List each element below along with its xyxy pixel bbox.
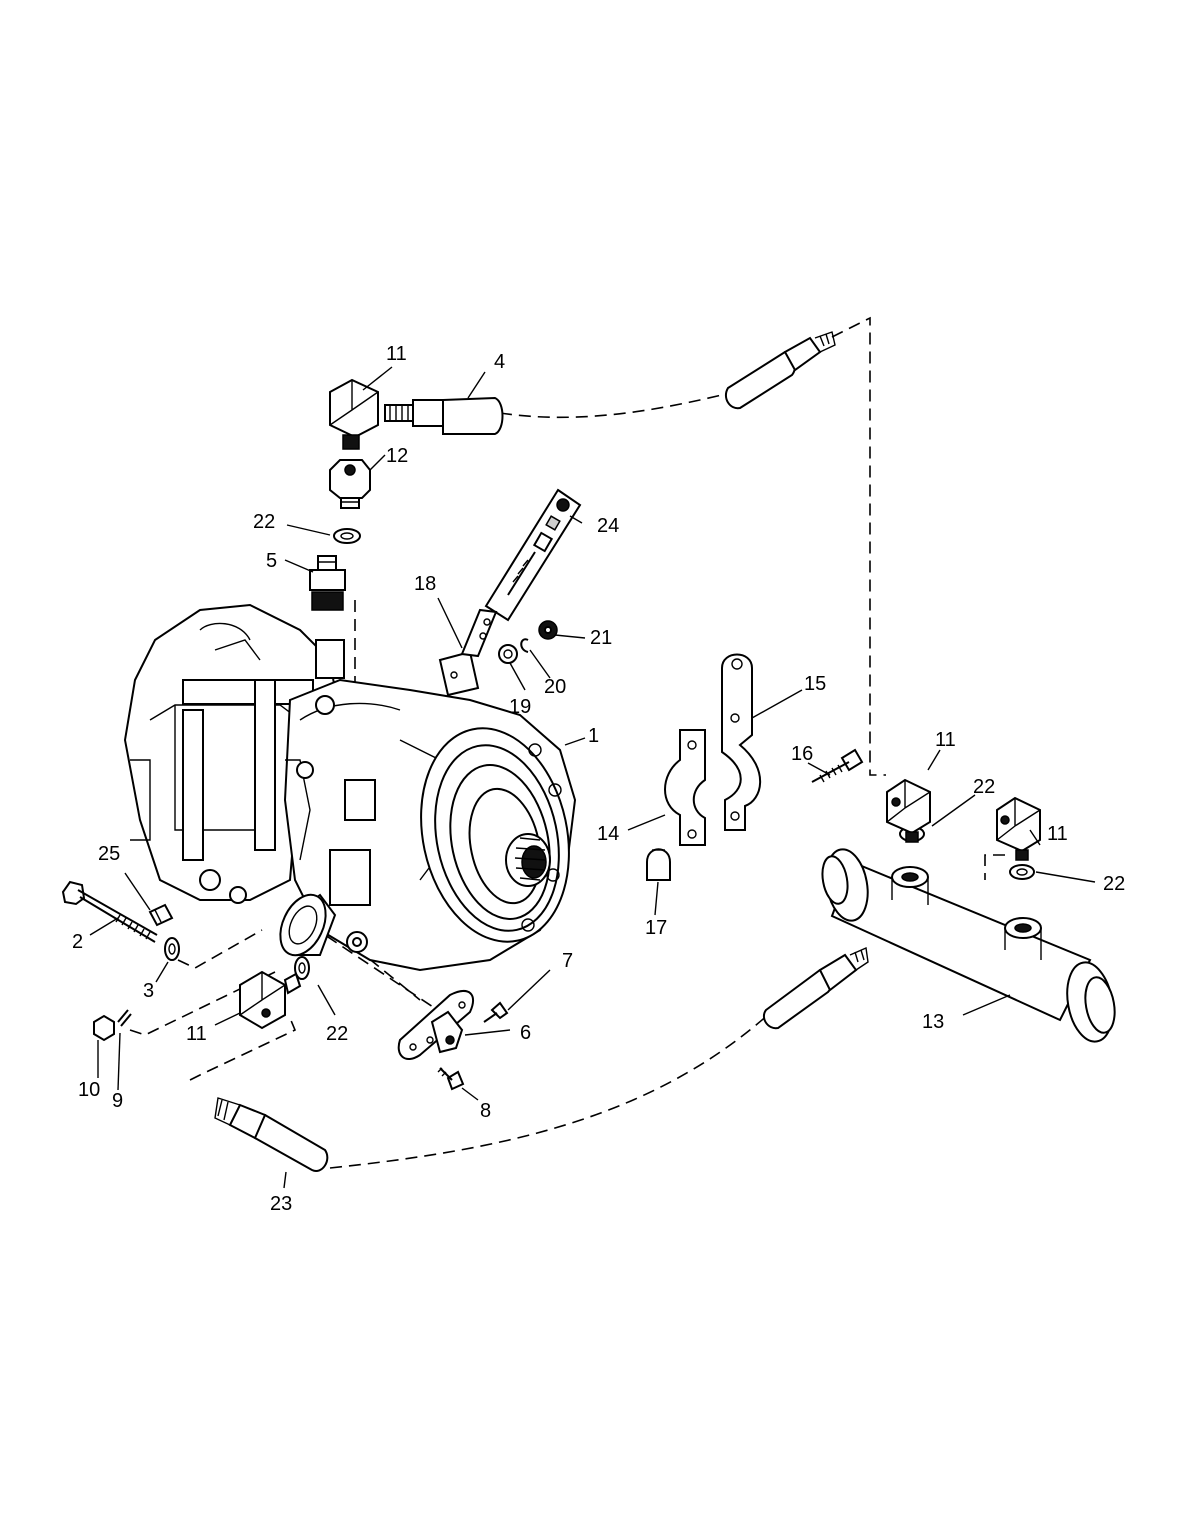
screw-part-8 xyxy=(437,1067,465,1091)
callout-1: 1 xyxy=(588,725,599,747)
callout-7: 7 xyxy=(562,950,573,972)
sender-part-5 xyxy=(309,555,346,611)
callout-3: 3 xyxy=(143,980,154,1002)
kit-part-24 xyxy=(484,488,582,622)
callout-18: 18 xyxy=(414,573,436,595)
cap-nut-part-17 xyxy=(646,848,671,881)
callout-11-right-b: 11 xyxy=(1047,823,1068,845)
hose-fitting-part-23 xyxy=(214,1097,329,1172)
callout-22-right-a: 22 xyxy=(973,776,995,798)
small-hardware-19-20-21 xyxy=(498,620,558,664)
callout-16: 16 xyxy=(791,743,813,765)
clamp-part-15 xyxy=(721,653,762,831)
elbow-fitting-part-11-lower xyxy=(239,970,302,1030)
nut-part-10 xyxy=(93,1014,115,1042)
callout-22-right-b: 22 xyxy=(1103,873,1125,895)
callout-14: 14 xyxy=(597,823,619,845)
callout-11-top: 11 xyxy=(386,343,407,365)
screw-part-7 xyxy=(483,1001,509,1023)
hose-fitting-top-right xyxy=(724,331,836,410)
callout-5: 5 xyxy=(266,550,277,572)
callout-22-top: 22 xyxy=(253,511,275,533)
washer-part-3 xyxy=(164,937,180,961)
transmission-housing xyxy=(123,603,577,972)
callout-4: 4 xyxy=(494,351,505,373)
callout-leaders xyxy=(89,366,1096,1189)
callout-19: 19 xyxy=(509,696,531,718)
callout-10: 10 xyxy=(78,1079,100,1101)
callout-25: 25 xyxy=(98,843,120,865)
callout-11-lower: 11 xyxy=(186,1023,207,1045)
callout-6: 6 xyxy=(520,1022,531,1044)
callout-23: 23 xyxy=(270,1193,292,1215)
callout-8: 8 xyxy=(480,1100,491,1122)
bolt-part-16 xyxy=(811,748,864,783)
callout-17: 17 xyxy=(645,917,667,939)
callout-21: 21 xyxy=(590,627,612,649)
hose-fitting-middle-right xyxy=(762,946,869,1030)
mounting-plate-part-6 xyxy=(397,990,475,1060)
bracket-part-18 xyxy=(438,608,498,697)
oil-cooler-part-13 xyxy=(821,848,1116,1043)
adapter-part-12 xyxy=(329,459,371,509)
bolt-part-2 xyxy=(61,880,158,943)
clamp-part-14 xyxy=(664,729,706,846)
callout-13: 13 xyxy=(922,1011,944,1033)
washer-part-9 xyxy=(117,1009,132,1027)
callout-9: 9 xyxy=(112,1090,123,1112)
callout-22-lower: 22 xyxy=(326,1023,348,1045)
callout-15: 15 xyxy=(804,673,826,695)
rear-flange-cover xyxy=(279,893,327,957)
elbow-fitting-part-11-right xyxy=(886,778,1041,861)
callout-20: 20 xyxy=(544,676,566,698)
callout-numbers: 1 2 3 4 5 6 7 8 9 10 11 11 11 11 12 13 1… xyxy=(72,343,1125,1215)
callout-2: 2 xyxy=(72,931,83,953)
callout-24: 24 xyxy=(597,515,619,537)
callout-12: 12 xyxy=(386,445,408,467)
fitting-part-4 xyxy=(384,396,504,435)
elbow-fitting-part-11-top xyxy=(329,378,379,450)
callout-11-right-a: 11 xyxy=(935,729,956,751)
plug-part-25 xyxy=(148,903,174,927)
